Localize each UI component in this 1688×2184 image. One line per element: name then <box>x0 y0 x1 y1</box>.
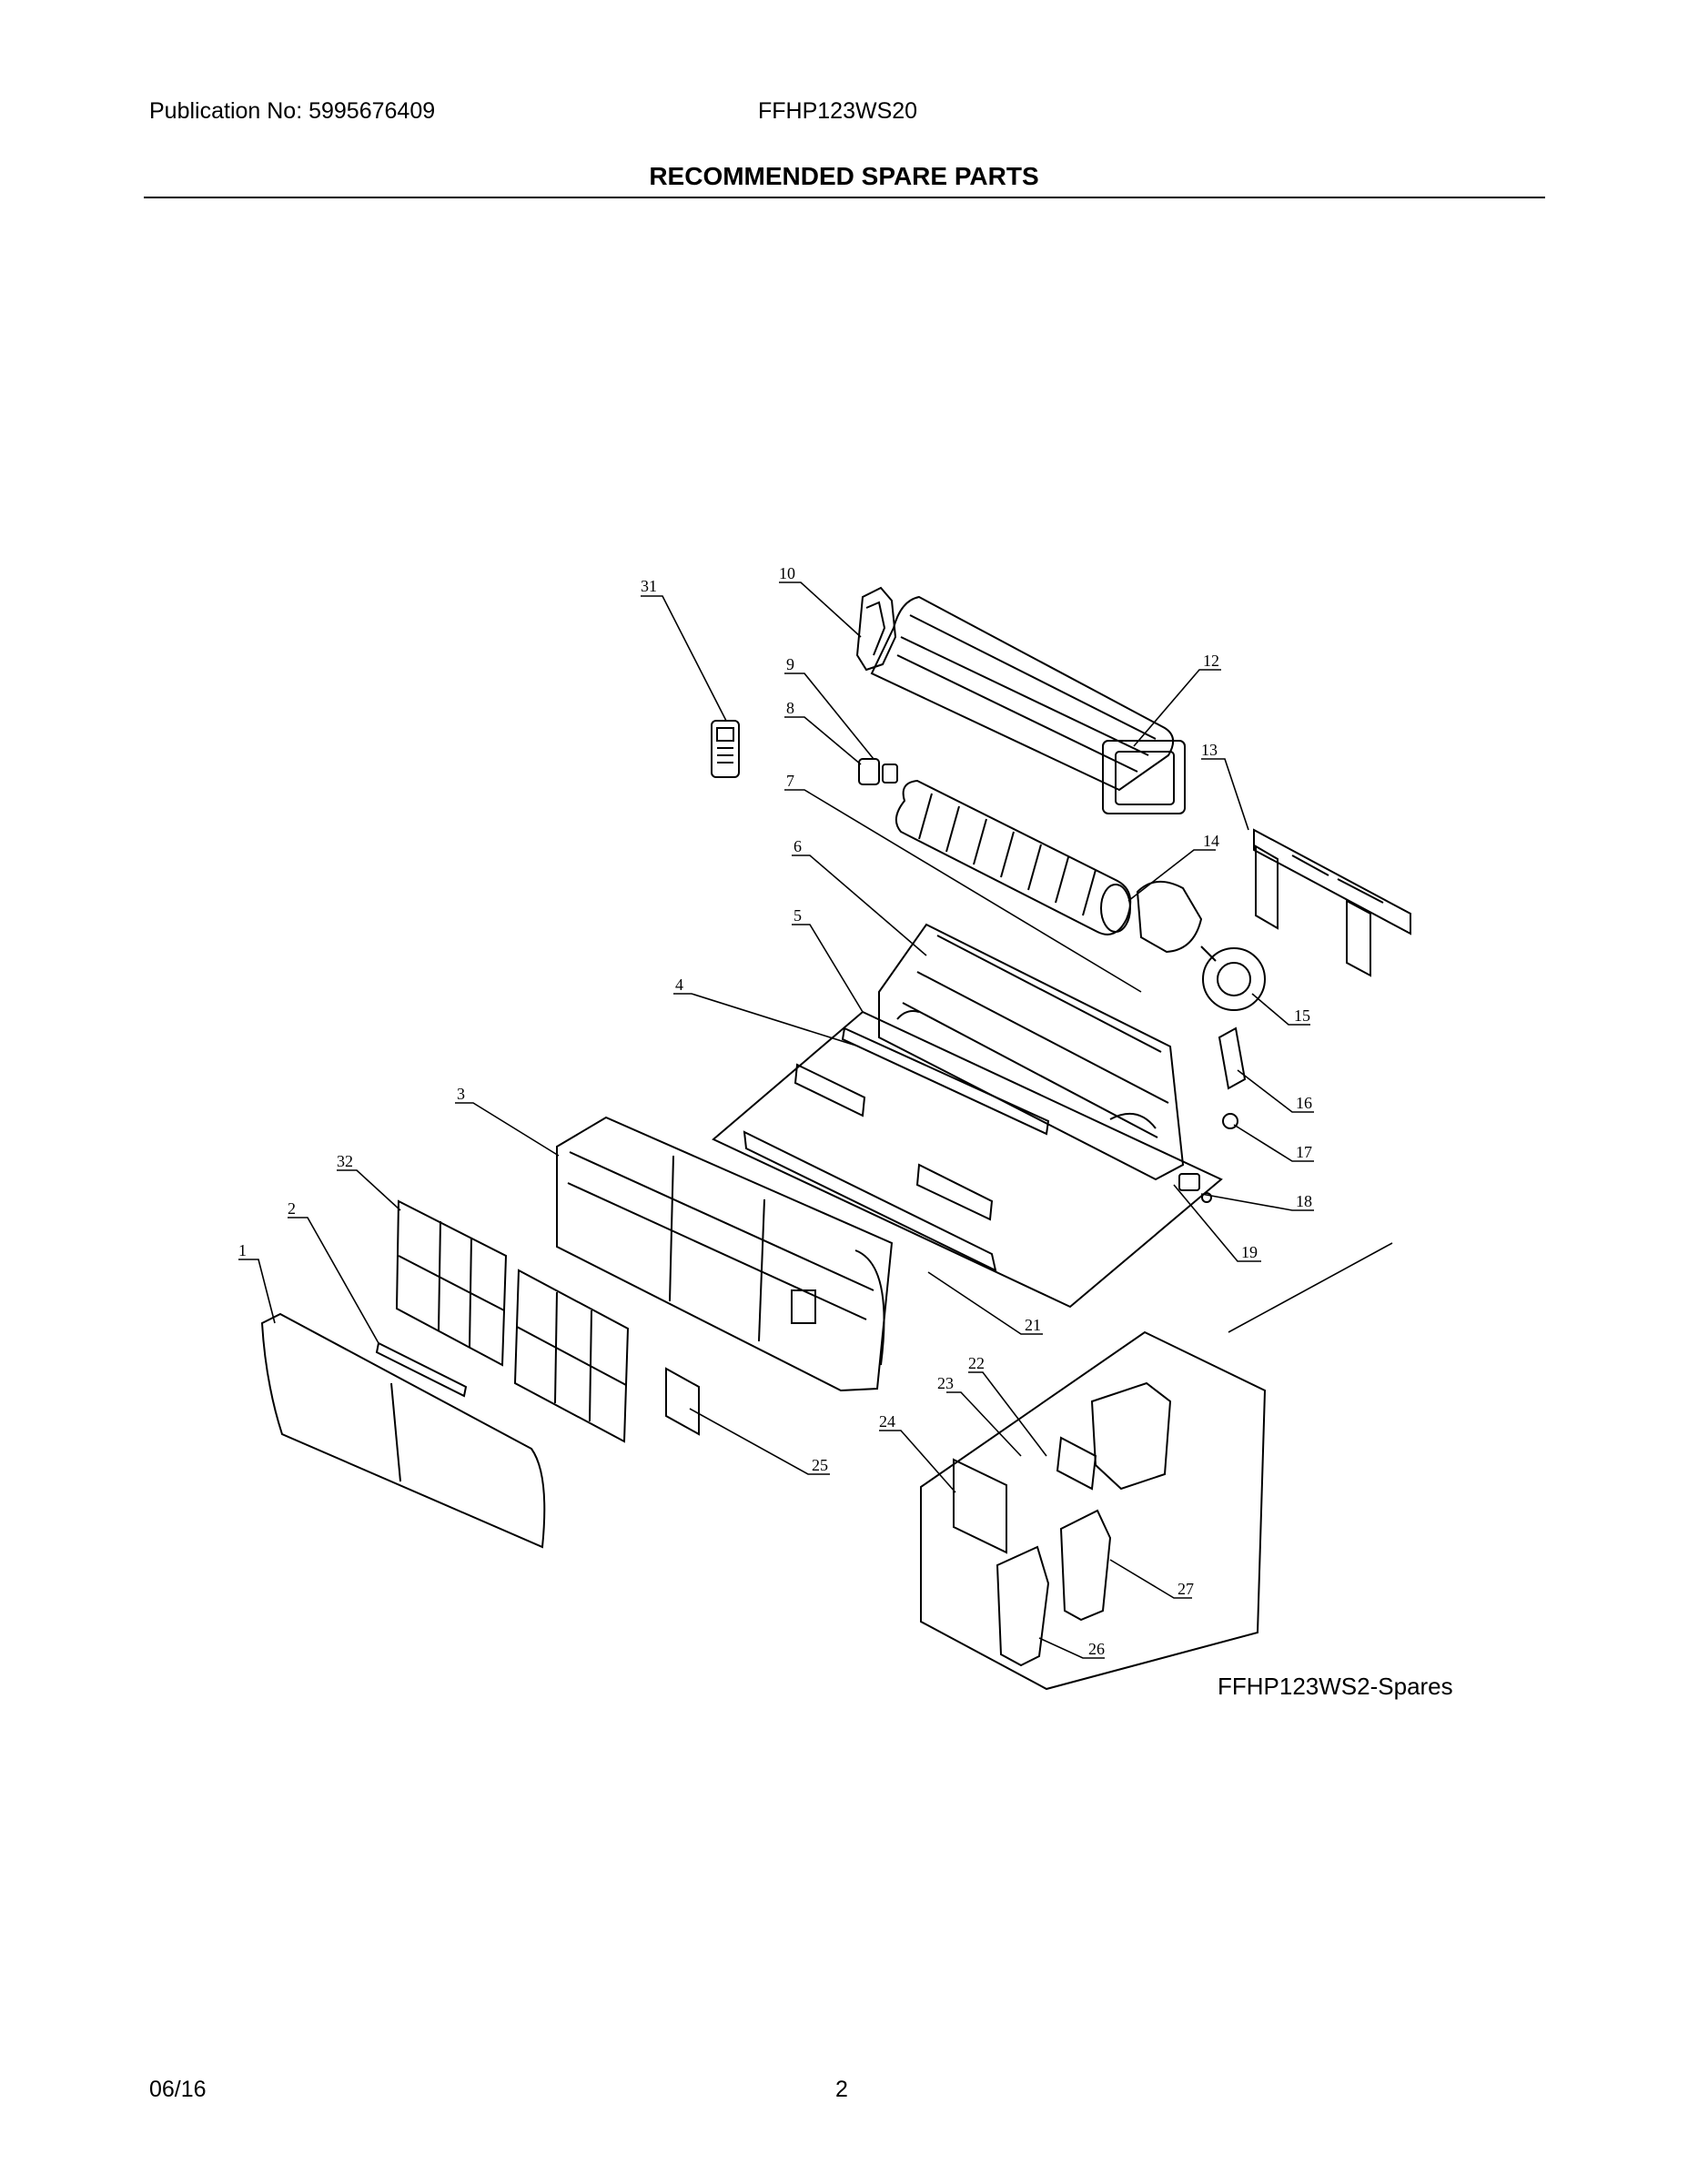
callout-13: 13 <box>1201 741 1218 759</box>
callout-16: 16 <box>1296 1094 1312 1112</box>
callout-17: 17 <box>1296 1143 1312 1161</box>
callout-18: 18 <box>1296 1192 1312 1210</box>
part-mounting-plate <box>1253 828 1411 977</box>
callout-12: 12 <box>1203 652 1219 670</box>
part-left-bracket <box>855 586 897 672</box>
part-step-motor <box>1178 1173 1212 1203</box>
callout-10: 10 <box>779 564 795 582</box>
callout-5: 5 <box>793 906 802 925</box>
publication-number: Publication No: 5995676409 <box>149 98 436 124</box>
callout-25: 25 <box>812 1456 828 1474</box>
callout-3: 3 <box>457 1085 465 1103</box>
part-air-filter-right <box>513 1269 630 1443</box>
callout-9: 9 <box>786 655 794 673</box>
callout-6: 6 <box>793 837 802 855</box>
callout-23: 23 <box>937 1374 954 1392</box>
callout-1: 1 <box>238 1241 247 1259</box>
footer-date: 06/16 <box>149 2077 207 2102</box>
callout-2: 2 <box>288 1199 296 1218</box>
callout-8: 8 <box>786 699 794 717</box>
model-number: FFHP123WS20 <box>758 98 918 124</box>
part-chassis <box>878 923 1185 1181</box>
callout-7: 7 <box>786 772 794 790</box>
part-remote-control <box>711 720 740 778</box>
callout-leaders <box>238 581 1393 1659</box>
callout-15: 15 <box>1294 1006 1310 1025</box>
callout-26: 26 <box>1088 1640 1105 1658</box>
part-small-cover <box>665 1367 700 1436</box>
part-electric-box-outline <box>920 1330 1267 1691</box>
part-fan-motor <box>1136 881 1266 1011</box>
page-title: RECOMMENDED SPARE PARTS <box>649 162 1039 190</box>
page-number: 2 <box>835 2077 848 2102</box>
callout-21: 21 <box>1025 1316 1041 1334</box>
part-front-panel <box>260 1312 546 1549</box>
part-air-filter-left <box>395 1199 508 1367</box>
callout-27: 27 <box>1178 1580 1194 1598</box>
callout-32: 32 <box>337 1152 353 1170</box>
part-front-frame <box>556 1116 894 1392</box>
part-cross-flow-fan <box>895 779 1132 935</box>
callout-14: 14 <box>1203 832 1219 850</box>
callout-19: 19 <box>1241 1243 1258 1261</box>
part-louver-assembly <box>712 1010 1223 1309</box>
header-divider <box>144 197 1545 198</box>
part-evaporator <box>870 595 1186 814</box>
part-display-board <box>375 1341 468 1398</box>
callout-22: 22 <box>968 1354 985 1372</box>
callout-4: 4 <box>675 976 683 994</box>
part-cover-plate <box>1218 1026 1247 1129</box>
diagram-caption: FFHP123WS2-Spares <box>1218 1673 1453 1700</box>
callout-24: 24 <box>879 1412 895 1431</box>
part-bearing <box>858 758 898 785</box>
callout-31: 31 <box>641 577 657 595</box>
